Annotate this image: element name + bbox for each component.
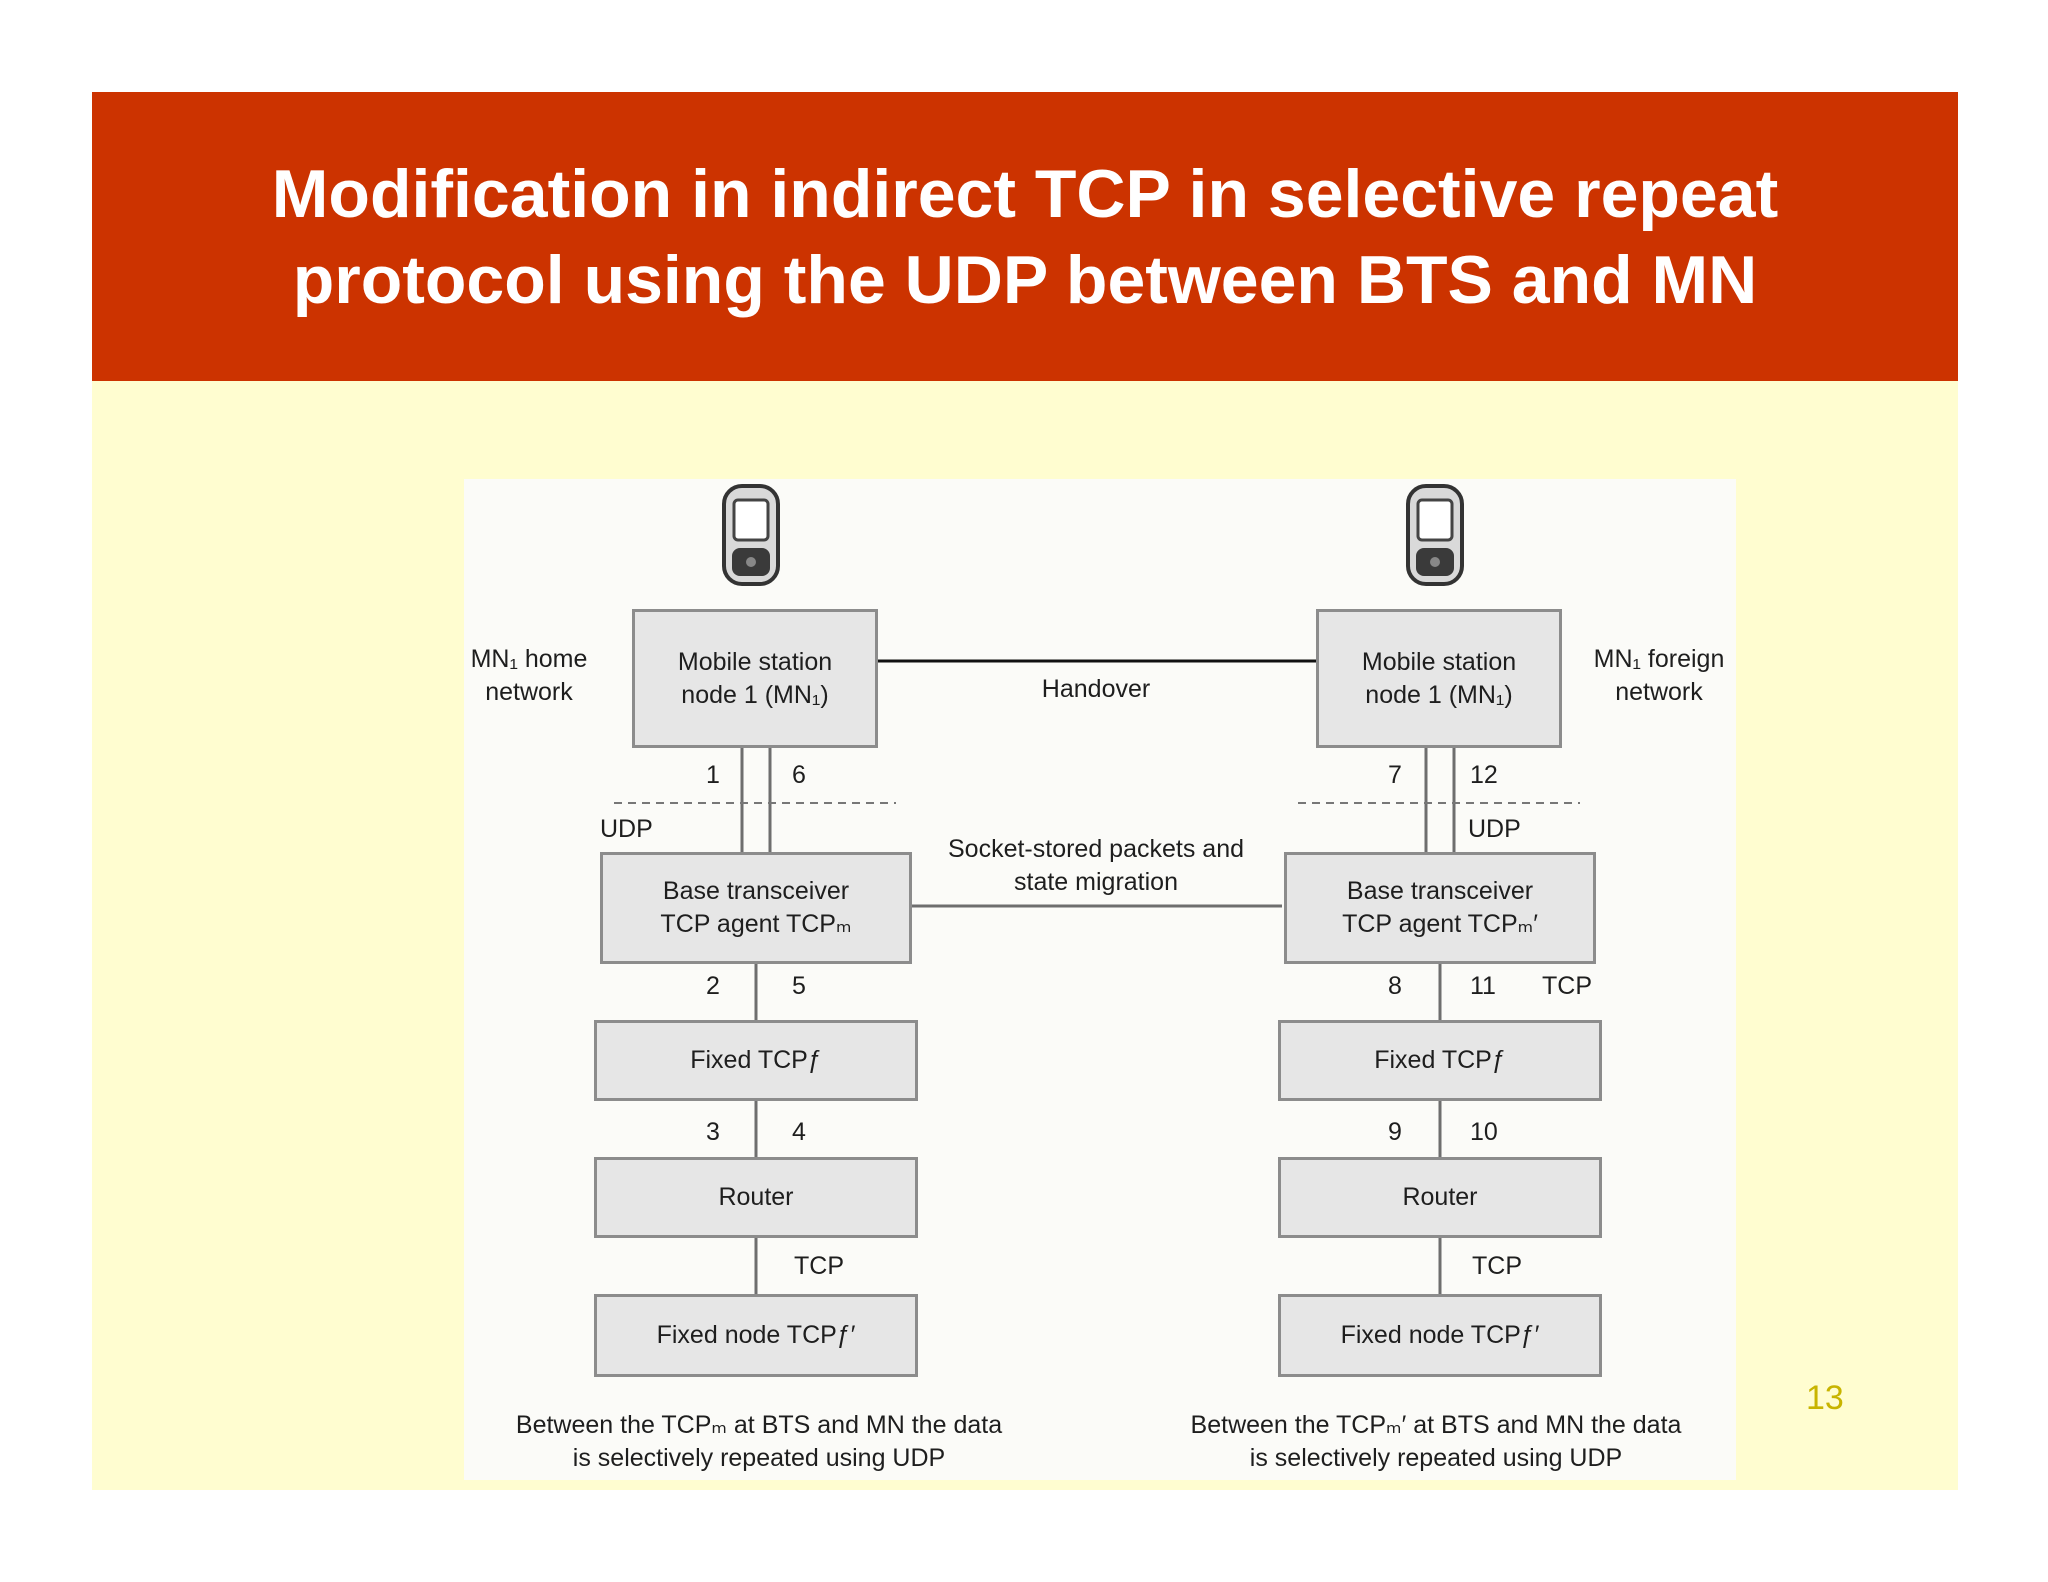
foreign-network-label: MN₁ foreign network bbox=[1593, 645, 1725, 706]
router-right: Router bbox=[1278, 1157, 1602, 1238]
step-label-right-a: 7 bbox=[1388, 761, 1402, 789]
step-label-right-c: 8 bbox=[1388, 972, 1402, 1000]
slide-title-line-2: protocol using the UDP between BTS and M… bbox=[292, 241, 1758, 318]
step-label-left-a: 1 bbox=[706, 761, 720, 789]
mobile-station-left: Mobile station node 1 (MN₁) bbox=[632, 609, 878, 748]
step-label-left-d: 5 bbox=[792, 972, 806, 1000]
step-label-right-f: 10 bbox=[1470, 1118, 1498, 1146]
step-label-left-b: 6 bbox=[792, 761, 806, 789]
udp-label-left: UDP bbox=[600, 815, 653, 843]
step-label-right-d: 11 bbox=[1470, 972, 1496, 1000]
title-bar: Modification in indirect TCP in selectiv… bbox=[92, 92, 1958, 381]
tcp-label-right-upper: TCP bbox=[1542, 972, 1592, 1000]
bts-agent-left: Base transceiver TCP agent TCPₘ bbox=[600, 852, 912, 964]
fixed-node-left: Fixed node TCPƒ′ bbox=[594, 1294, 918, 1377]
caption-left: Between the TCPₘ at BTS and MN the data … bbox=[515, 1411, 1003, 1472]
tcp-label-right: TCP bbox=[1472, 1252, 1522, 1280]
step-label-left-e: 3 bbox=[706, 1118, 720, 1146]
step-label-right-e: 9 bbox=[1388, 1118, 1402, 1146]
fixed-tcp-right: Fixed TCPƒ bbox=[1278, 1020, 1602, 1101]
udp-label-right: UDP bbox=[1468, 815, 1521, 843]
step-label-left-f: 4 bbox=[792, 1118, 806, 1146]
slide-title-line-1: Modification in indirect TCP in selectiv… bbox=[271, 155, 1779, 232]
state-migration-label: Socket-stored packets and state migratio… bbox=[948, 835, 1244, 896]
connector-lines bbox=[614, 659, 1580, 1295]
step-label-right-b: 12 bbox=[1470, 761, 1498, 789]
fixed-node-right: Fixed node TCPƒ′ bbox=[1278, 1294, 1602, 1377]
step-label-left-c: 2 bbox=[706, 972, 720, 1000]
slide: Modification in indirect TCP in selectiv… bbox=[92, 92, 1958, 1490]
fixed-tcp-left: Fixed TCPƒ bbox=[594, 1020, 918, 1101]
page-number: 13 bbox=[1806, 1379, 1844, 1417]
handover-label: Handover bbox=[1041, 675, 1151, 703]
tcp-label-left: TCP bbox=[794, 1252, 844, 1280]
home-network-label: MN₁ home network bbox=[470, 645, 588, 706]
bts-agent-right: Base transceiver TCP agent TCPₘ′ bbox=[1284, 852, 1596, 964]
router-left: Router bbox=[594, 1157, 918, 1238]
mobile-station-right: Mobile station node 1 (MN₁) bbox=[1316, 609, 1562, 748]
caption-right: Between the TCPₘ′ at BTS and MN the data… bbox=[1190, 1411, 1682, 1472]
handover-diagram: MN₁ home network MN₁ foreign network Mob… bbox=[464, 479, 1736, 1480]
